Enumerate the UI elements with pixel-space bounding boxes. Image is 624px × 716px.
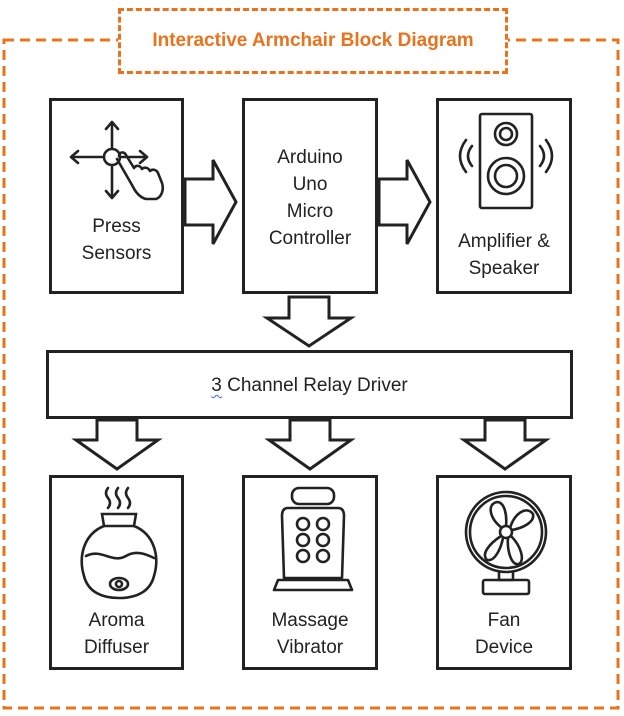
fan-line1: Fan bbox=[487, 610, 521, 631]
controller-line4: Controller bbox=[268, 228, 352, 249]
arrow-relay-to-aroma bbox=[71, 418, 163, 471]
massage-seat-icon bbox=[272, 486, 354, 592]
block-aroma-diffuser: Aroma Diffuser bbox=[49, 475, 184, 670]
controller-line2: Uno bbox=[292, 174, 328, 195]
relay-label-number: 3 bbox=[211, 375, 222, 396]
amplifier-line2: Speaker bbox=[468, 258, 540, 279]
block-massage-vibrator: Massage Vibrator bbox=[242, 475, 378, 670]
arrow-controller-to-relay bbox=[262, 295, 356, 348]
fan-icon bbox=[464, 490, 548, 596]
aroma-line2: Diffuser bbox=[83, 637, 150, 658]
aroma-line1: Aroma bbox=[88, 610, 145, 631]
press-sensors-line2: Sensors bbox=[81, 243, 152, 264]
relay-label-text: Channel Relay Driver bbox=[221, 375, 408, 396]
hand-press-icon bbox=[69, 120, 165, 201]
massage-line2: Vibrator bbox=[276, 637, 344, 658]
controller-line1: Arduino bbox=[277, 147, 343, 168]
block-relay-driver: 3 Channel Relay Driver bbox=[46, 350, 573, 419]
arrow-controller-to-amplifier bbox=[377, 159, 432, 245]
fan-line2: Device bbox=[474, 637, 534, 658]
relay-label: 3 Channel Relay Driver bbox=[49, 373, 570, 399]
amplifier-line1: Amplifier & bbox=[458, 231, 550, 252]
press-sensors-line1: Press bbox=[92, 216, 141, 237]
block-amplifier-speaker: Amplifier & Speaker bbox=[436, 98, 572, 294]
speaker-icon bbox=[458, 112, 554, 210]
arrow-relay-to-fan bbox=[459, 418, 551, 471]
arrow-relay-to-massage bbox=[264, 418, 356, 471]
humidifier-icon bbox=[80, 486, 158, 600]
block-controller: Arduino Uno Micro Controller bbox=[242, 98, 378, 294]
diagram-title: Interactive Armchair Block Diagram bbox=[118, 8, 508, 74]
block-press-sensors: Press Sensors bbox=[49, 98, 184, 294]
controller-line3: Micro bbox=[286, 201, 334, 222]
block-fan-device: Fan Device bbox=[436, 475, 572, 670]
massage-line1: Massage bbox=[271, 610, 349, 631]
arrow-sensors-to-controller bbox=[183, 159, 238, 245]
